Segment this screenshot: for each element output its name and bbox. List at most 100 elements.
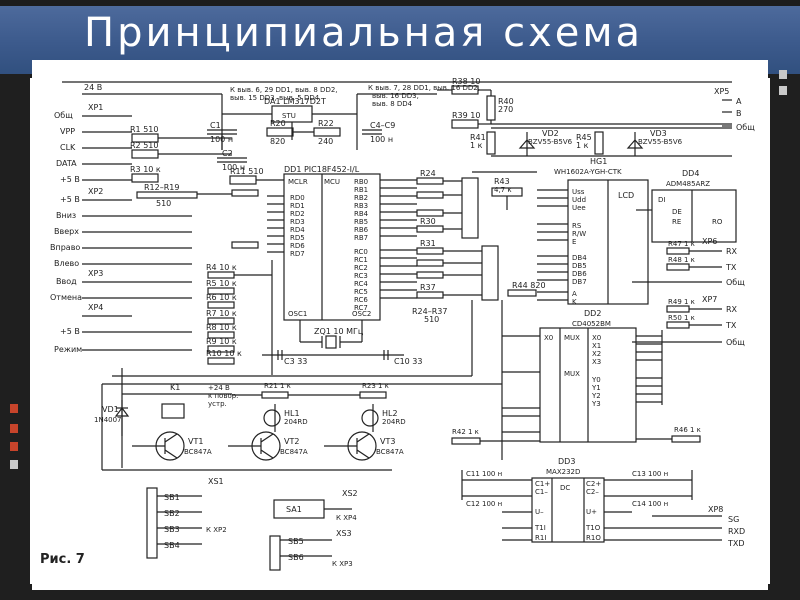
text-c1v: 100 н <box>210 135 233 144</box>
text-dd4: DD4 <box>682 169 699 178</box>
text-r48: R48 1 к <box>668 256 695 264</box>
text-dc: DC <box>560 484 570 492</box>
text-r21: R21 1 к <box>264 382 291 390</box>
text-re: RE <box>672 218 681 226</box>
text-p5v-1: +5 В <box>60 175 80 184</box>
text-vd3-type: BZV55-B5V6 <box>638 138 683 146</box>
figure-caption: Рис. 7 <box>40 552 85 567</box>
text-hl1: HL1 <box>284 409 300 418</box>
text-r50: R50 1 к <box>668 314 695 322</box>
text-vt1: VT1 <box>188 437 203 446</box>
text-xp2: XP2 <box>88 187 103 196</box>
text-xp7-gnd: Общ <box>726 338 745 347</box>
text-x0: X0 <box>592 334 601 342</box>
text-r2: R2 510 <box>130 141 158 150</box>
bullet-marker <box>10 404 18 413</box>
text-r30: R30 <box>420 217 436 226</box>
text-vd3: VD3 <box>650 129 667 138</box>
text-r20: R20 <box>270 119 286 128</box>
text-c2: C2 <box>222 149 233 158</box>
text-x2: X2 <box>592 350 601 358</box>
text-xp8-txd: TXD <box>727 539 745 548</box>
bullet-marker <box>10 442 18 451</box>
text-vverh: Вверх <box>54 227 79 236</box>
text-xp8: XP8 <box>708 505 723 514</box>
text-hl2-type: 204RD <box>382 418 406 426</box>
text-r42: R42 1 к <box>452 428 479 436</box>
text-db4: DB4 <box>572 254 587 262</box>
text-xs1: XS1 <box>208 477 224 486</box>
text-k-note1b: выв. 15 DD3, выв. 5 DD4 <box>230 94 320 102</box>
text-hg1: HG1 <box>590 157 607 166</box>
text-hl1-type: 204RD <box>284 418 308 426</box>
text-x3: X3 <box>592 358 601 366</box>
right-border <box>770 74 800 600</box>
text-r24r37: R24–R37 <box>412 307 447 316</box>
text-r45v: 1 к <box>576 141 589 150</box>
text-uss: Uss <box>572 188 585 196</box>
text-y1: Y1 <box>591 384 601 392</box>
text-rd4: RD4 <box>290 226 305 234</box>
text-sb4: SB4 <box>164 541 180 550</box>
text-t1i: T1I <box>534 524 546 532</box>
text-k-note2b: выв. 16 DD3, <box>372 92 419 100</box>
text-uee: Uee <box>572 204 586 212</box>
text-kxp2: К XP2 <box>206 526 227 534</box>
text-k-note1: К выв. 6, 29 DD1, выв. 8 DD2, <box>230 86 338 94</box>
text-c1p: C1+ <box>535 480 550 488</box>
text-r46: R46 1 к <box>674 426 701 434</box>
text-vt2: VT2 <box>284 437 299 446</box>
text-rb2: RB2 <box>354 194 368 202</box>
text-um: U– <box>535 508 544 516</box>
text-mux-2: MUX <box>564 370 580 378</box>
text-xp7-rx: RX <box>726 305 738 314</box>
text-lcd-k: K <box>572 298 577 306</box>
text-lcd: LCD <box>618 191 634 200</box>
text-xp4: XP4 <box>88 303 103 312</box>
bullet-marker <box>779 86 787 95</box>
text-xp7: XP7 <box>702 295 717 304</box>
text-k1-note2: к повор. <box>208 392 238 400</box>
text-xp6: XP6 <box>702 237 717 246</box>
text-sb2: SB2 <box>164 509 180 518</box>
text-c4v: 100 н <box>370 135 393 144</box>
bullet-marker <box>10 460 18 469</box>
text-sb5: SB5 <box>288 537 304 546</box>
text-c12: C12 100 н <box>466 500 502 508</box>
text-c3: C3 33 <box>284 357 307 366</box>
text-osc2: OSC2 <box>352 310 371 318</box>
text-r40: R40 <box>498 97 514 106</box>
text-e: E <box>572 238 576 246</box>
text-xp5: XP5 <box>714 87 729 96</box>
text-k-note2c: выв. 8 DD4 <box>372 100 413 108</box>
text-c1: C1 <box>210 121 221 130</box>
text-xp3: XP3 <box>88 269 103 278</box>
text-zq1: ZQ1 10 МГц <box>314 327 364 336</box>
text-mclr: MCLR <box>288 178 308 186</box>
text-r45: R45 <box>576 133 592 142</box>
text-rezhim: Режим <box>54 345 82 354</box>
text-r5: R5 10 к <box>206 279 237 288</box>
text-t1o: T1O <box>585 524 601 532</box>
text-c2p: C2+ <box>586 480 601 488</box>
slide-title: Принципиальная схема <box>84 10 644 56</box>
text-rd2: RD2 <box>290 210 305 218</box>
text-r40v: 270 <box>498 105 513 114</box>
text-r43: R43 <box>494 177 510 186</box>
text-vd2: VD2 <box>542 129 559 138</box>
text-y2: Y2 <box>591 392 601 400</box>
text-xp6-rx: RX <box>726 247 738 256</box>
text-c11: C11 100 н <box>466 470 502 478</box>
text-ro: RO <box>712 218 723 226</box>
text-db6: DB6 <box>572 270 587 278</box>
text-rd3: RD3 <box>290 218 305 226</box>
text-sa1: SA1 <box>286 505 302 514</box>
text-24v: 24 В <box>84 83 102 92</box>
text-dd3-type: MAX232D <box>546 468 580 476</box>
text-db7: DB7 <box>572 278 587 286</box>
schematic-paper <box>32 60 768 590</box>
text-up: U+ <box>586 508 597 516</box>
text-c10: C10 33 <box>394 357 423 366</box>
text-r10: R10 10 к <box>206 349 242 358</box>
text-kxp3: К XP3 <box>332 560 353 568</box>
